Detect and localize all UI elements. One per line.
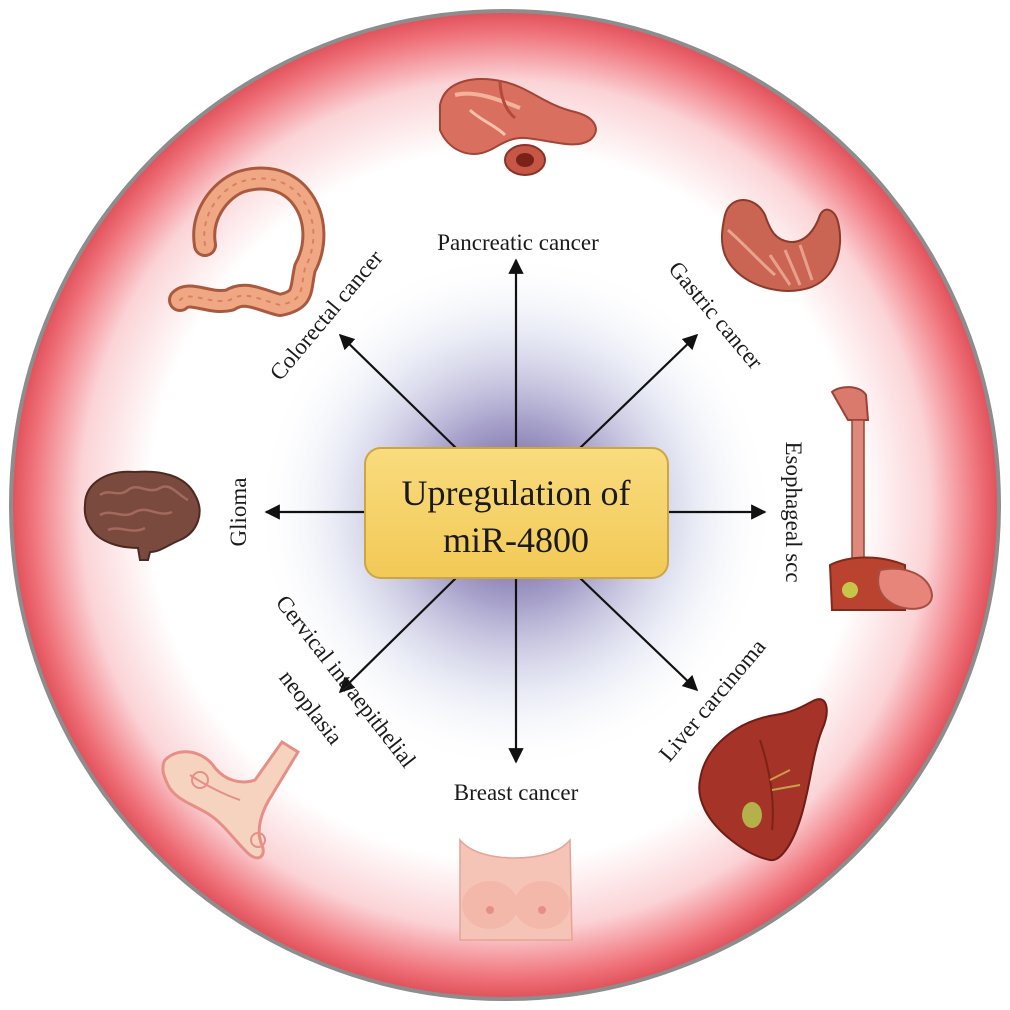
center-line1: Upregulation of [402, 473, 631, 513]
center-box: Upregulation of miR-4800 [365, 448, 668, 578]
label-esophageal: Esophageal scc [781, 441, 806, 582]
label-pancreatic: Pancreatic cancer [437, 230, 599, 255]
label-breast: Breast cancer [454, 780, 579, 805]
label-glioma: Glioma [226, 478, 251, 547]
center-line2: miR-4800 [443, 520, 589, 560]
